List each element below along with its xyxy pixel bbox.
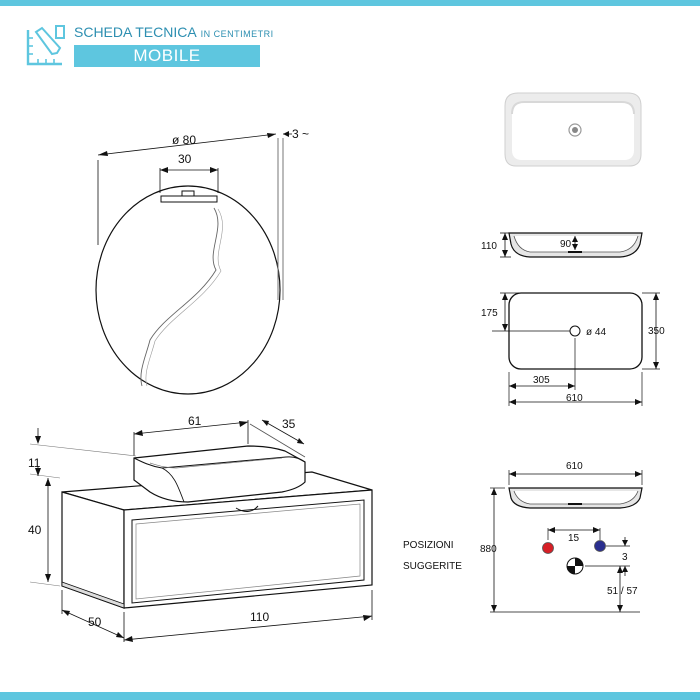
bottom-frame-border: [0, 692, 700, 700]
drain-height-label: 51 / 57: [607, 586, 638, 597]
cabinet-side: [61, 491, 125, 609]
top-frame-border: [0, 0, 700, 6]
basin-width-label: 61: [188, 414, 202, 428]
section-banner: MOBILE: [74, 45, 260, 67]
round-mirror: [95, 185, 281, 395]
tap-spacing-label: 15: [568, 533, 580, 544]
mirror-lamp-width-label: 30: [178, 152, 192, 166]
sink-3d-view: [504, 92, 642, 167]
mirror-reflection-line: [140, 207, 219, 387]
cold-water-position: [594, 540, 606, 552]
mirror-diameter-label: ø 80: [172, 133, 196, 147]
sink-front-height-label: 110: [481, 241, 497, 252]
basin-height-label: 11: [28, 456, 41, 470]
hot-water-position: [542, 542, 554, 554]
mirror-depth-label: 3 ~: [292, 127, 309, 141]
sink-side-section: [500, 232, 643, 258]
cabinet-basin: [133, 445, 306, 503]
sink-inner-depth-label: 90: [560, 239, 572, 250]
technical-drawing-icon: [26, 25, 65, 66]
header-unit-note: IN CENTIMETRI: [200, 29, 274, 39]
installation-height-label: 880: [480, 544, 497, 555]
positions-label-line2: SUGGERITE: [403, 561, 462, 572]
sink-plan-offset-label: 175: [481, 308, 498, 319]
sink-plan-depth-label: 350: [648, 326, 665, 337]
cabinet-height-label: 40: [28, 523, 42, 537]
cabinet-drawing: [29, 419, 373, 642]
installation-diagram: [490, 470, 643, 613]
sink-plan-drain: [569, 325, 581, 337]
basin-depth-label: 35: [282, 417, 296, 431]
mirror-drawing: [95, 131, 292, 395]
mirror-lamp: [160, 195, 218, 203]
installation-width-label: 610: [566, 461, 583, 472]
sink-plan-width-label: 610: [566, 393, 583, 404]
header-title-text: SCHEDA TECNICA: [74, 24, 197, 40]
cabinet-width-label: 110: [250, 610, 269, 624]
sink-drain-offset-label: 305: [533, 375, 550, 386]
sink-plan-view: [492, 292, 660, 406]
sink-drain-diameter-label: ø 44: [586, 327, 606, 338]
drain-position: [566, 557, 584, 575]
drawer-handle-recess: [235, 505, 259, 512]
vertical-offset-label: 3: [622, 552, 628, 563]
cabinet-drawer: [131, 499, 365, 604]
positions-label-line1: POSIZIONI: [403, 540, 454, 551]
cabinet-depth-label: 50: [88, 615, 102, 629]
